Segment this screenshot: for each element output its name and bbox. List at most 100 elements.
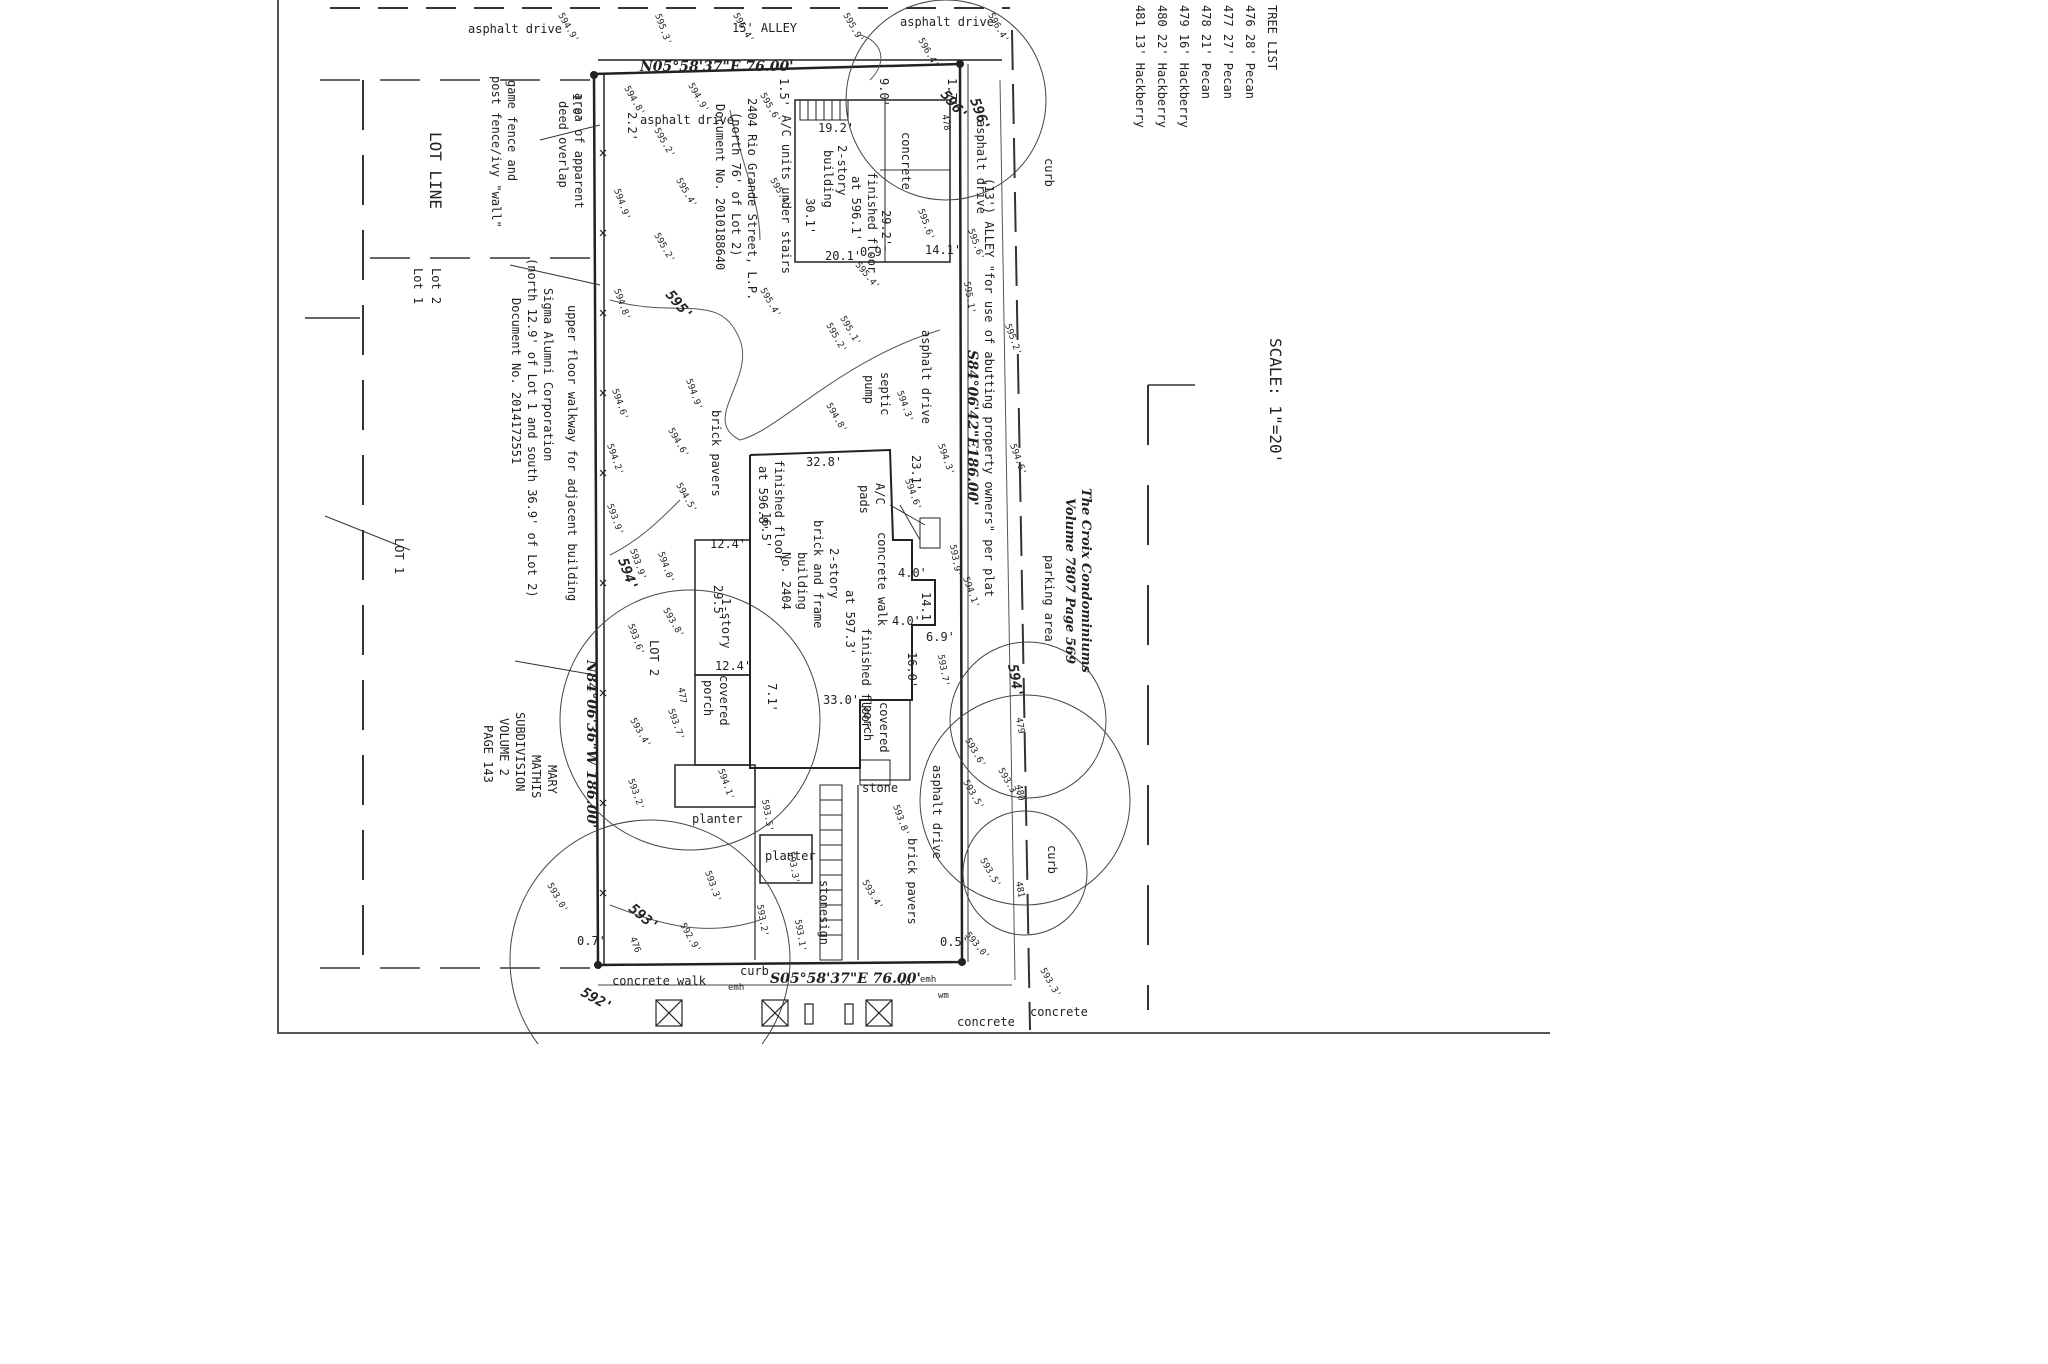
leader-lines: [324, 124, 950, 676]
svg-text:478: 478: [939, 114, 952, 132]
svg-text:594.6': 594.6': [609, 388, 630, 422]
dim: 29.5': [711, 585, 725, 621]
svg-text:at 596.8': at 596.8': [756, 466, 770, 531]
porch-steps: [859, 759, 891, 786]
stone-sign-label: stonesign: [817, 880, 831, 945]
dim: 20.1': [825, 249, 861, 263]
svg-text:594.1': 594.1': [715, 768, 736, 802]
svg-text:594.5': 594.5': [673, 482, 698, 515]
planter-label-2: planter: [765, 849, 816, 863]
back-stairs: [799, 99, 849, 121]
svg-text:595.4': 595.4': [673, 177, 698, 210]
tree-list: TREE LIST 476 28' Pecan 477 27' Pecan 47…: [1133, 5, 1279, 128]
svg-text:594.8': 594.8': [823, 402, 848, 435]
svg-text:593.4': 593.4': [859, 879, 884, 912]
svg-text:pump: pump: [862, 375, 876, 404]
svg-text:593.8': 593.8': [890, 804, 911, 838]
svg-text:The Croix Condominiums: The Croix Condominiums: [1078, 488, 1093, 674]
planter-box-2: [759, 834, 813, 884]
svg-text:592.9': 592.9': [677, 922, 702, 955]
svg-text:594.9': 594.9': [683, 378, 704, 412]
dim: 0.7': [577, 934, 606, 948]
fence-label: game fence and post fence/ivy "wall": [489, 76, 519, 228]
tree-row-480: 480 22' Hackberry: [1155, 5, 1169, 128]
dim: 4.0': [892, 614, 921, 628]
emh-label-2: emh: [920, 975, 936, 985]
corner-monuments: [590, 60, 966, 969]
svg-text:595.2': 595.2': [1002, 323, 1023, 357]
svg-text:595.9': 595.9': [840, 12, 865, 45]
dimension-labels: 19.2' 30.1' 29.2' 20.1' 0.9' 14.1' 9.0' …: [570, 78, 969, 949]
svg-text:SUBDIVISION: SUBDIVISION: [513, 712, 527, 791]
brick-pavers-label-2: brick pavers: [905, 838, 919, 925]
lot1-label: Lot 1: [411, 268, 425, 304]
dim: 4.0': [898, 566, 927, 580]
alley-centerline: [1011, 29, 1031, 1031]
svg-text:finished floor: finished floor: [865, 172, 879, 273]
dim: 12.4': [715, 659, 751, 673]
emh-label-1: emh: [728, 983, 744, 993]
svg-text:at 596.1': at 596.1': [849, 176, 863, 241]
utility-boxes: [655, 999, 893, 1027]
svg-text:building: building: [795, 552, 809, 610]
alley-side-label: (13') ALLEY "for use of abutting propert…: [982, 178, 996, 597]
svg-text:No. 2404: No. 2404: [779, 552, 793, 610]
svg-text:593.3': 593.3': [702, 870, 723, 904]
svg-text:593.6': 593.6': [625, 623, 646, 657]
rio-grande-label: A/C units under stairs 2404 Rio Grande S…: [713, 98, 793, 300]
svg-text:593.6': 593.6': [962, 737, 987, 770]
svg-text:595.1': 595.1': [961, 281, 976, 315]
bearing-west: N84°06'36"W 186.00': [583, 659, 599, 828]
svg-text:594.6': 594.6': [665, 427, 690, 460]
svg-text:concrete walk: concrete walk: [875, 532, 889, 627]
svg-text:481: 481: [1013, 881, 1026, 899]
svg-text:593.3': 593.3': [1037, 967, 1062, 1000]
lot-line-label: LOT LINE: [426, 132, 445, 209]
asphalt-drive-label-3: asphalt drive: [640, 113, 734, 127]
dim: 0.9': [860, 245, 889, 259]
svg-text:593.7': 593.7': [935, 654, 950, 688]
upper-walkway-label: upper floor walkway for adjacent buildin…: [565, 305, 579, 601]
concrete-label-back: concrete: [899, 132, 913, 190]
dim: 1.5': [777, 78, 791, 107]
curb-label-1: curb: [740, 964, 769, 978]
svg-text:pads: pads: [857, 485, 871, 514]
planter-label-1: planter: [692, 812, 743, 826]
svg-text:game fence and: game fence and: [505, 80, 519, 181]
svg-text:finished floor: finished floor: [772, 460, 786, 561]
svg-text:A/C: A/C: [873, 483, 887, 505]
tree-tags: 476 477 478 479 480 481: [627, 114, 1026, 955]
svg-text:594.3': 594.3': [894, 390, 915, 424]
curb-label-2: curb: [1042, 158, 1056, 187]
svg-text:A/C units under stairs: A/C units under stairs: [779, 115, 793, 274]
svg-text:594.9': 594.9': [685, 82, 710, 115]
svg-text:593.5': 593.5': [759, 799, 774, 833]
svg-text:480: 480: [1013, 784, 1026, 802]
dim: 1.0': [570, 93, 584, 122]
dim: 12.4': [710, 537, 746, 551]
parking-area-label: parking area: [1042, 555, 1056, 642]
one-story-label: 1-story: [719, 598, 733, 649]
asphalt-drive-label-2: asphalt drive: [900, 15, 994, 29]
svg-text:477: 477: [675, 687, 688, 705]
dim: 19.2': [818, 121, 854, 135]
alley-top-label: 15' ALLEY: [732, 21, 798, 35]
svg-text:593.9': 593.9': [604, 503, 625, 537]
contour-lines: [609, 34, 941, 929]
svg-text:Document No. 2010188640: Document No. 2010188640: [713, 104, 727, 270]
svg-text:593.2': 593.2': [625, 778, 646, 812]
svg-text:MATHIS: MATHIS: [529, 755, 543, 798]
svg-text:2404 Rio Grande Street, L.P.: 2404 Rio Grande Street, L.P.: [745, 98, 759, 300]
svg-text:595.4': 595.4': [757, 287, 782, 320]
planter-box: [674, 764, 756, 808]
dim: 32.8': [806, 455, 842, 469]
svg-text:594.2': 594.2': [604, 443, 625, 477]
svg-text:porch: porch: [701, 680, 715, 716]
asphalt-drive-label-5: asphalt drive: [919, 330, 933, 424]
deed-overlap-label: area of apparent deed overlap: [556, 93, 586, 209]
front-steps: [819, 784, 843, 961]
svg-text:2-story: 2-story: [835, 145, 849, 196]
dim: 2.2': [625, 112, 639, 141]
svg-text:596': 596': [966, 96, 993, 133]
sigma-label: Sigma Alumni Corporation (north 12.9' of…: [509, 258, 555, 598]
